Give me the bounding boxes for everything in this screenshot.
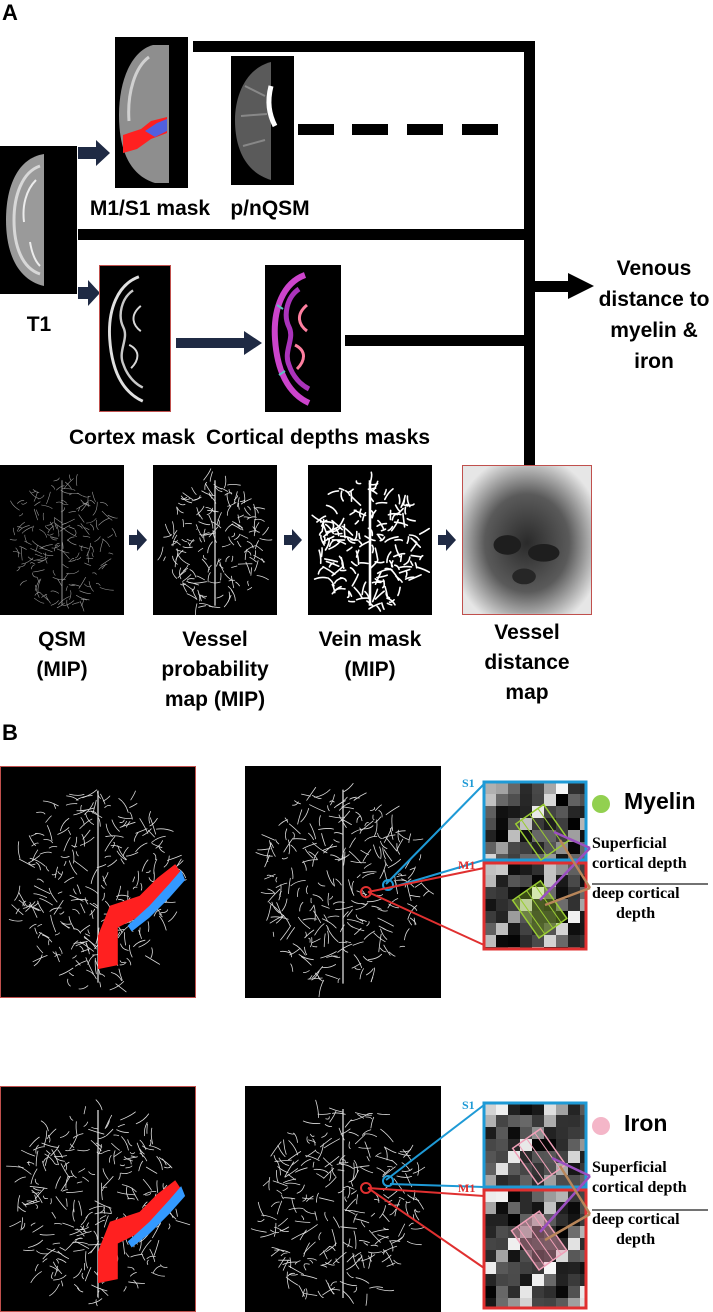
caption-cortex: Cortex mask [68,426,196,449]
b1-superficial-l1: Superficial [592,835,667,852]
b2-legend-label: Iron [624,1110,668,1136]
caption-vpm: Vessel probability map (MIP) [148,625,282,715]
b1-m1-zoom [482,861,588,951]
arrow-right-icon [176,331,262,355]
b2-s1-tag: S1 [462,1098,475,1112]
b1-s1-zoom [482,780,588,862]
caption-vdm: Vessel distance map [462,618,592,708]
caption-m1s1: M1/S1 mask [89,197,211,220]
vein-mask-image [308,465,432,615]
b1-deep-label: deep cortical depth [592,884,680,924]
b2-superficial-l1: Superficial [592,1159,667,1176]
b1-legend-label: Myelin [624,788,696,814]
arrow-right-icon [78,280,100,306]
arrow-right-icon [284,529,302,551]
caption-vpm-l1: Vessel [182,628,248,651]
arrow-right-icon [438,529,456,551]
caption-qsm-l2: (MIP) [36,658,88,681]
caption-vein-l2: (MIP) [344,658,396,681]
caption-vdm-l3: map [505,681,549,704]
panel-b-overlay [360,780,708,1310]
caption-vpm-l3: map (MIP) [164,688,266,711]
b2-vein-brain-image [245,1086,441,1312]
b2-deep-l1: deep cortical [592,1211,680,1228]
vessel-distance-image [462,465,592,615]
caption-t1: T1 [26,313,52,336]
b1-superficial-label: Superficial cortical depth [592,834,687,874]
b2-superficial-l2: cortical depth [592,1179,687,1196]
arrow-right-icon [78,140,110,166]
m1s1-mask-image [115,37,188,188]
b1-deep-l1: deep cortical [592,885,680,902]
caption-vein: Vein mask (MIP) [304,625,436,685]
pnqsm-image [231,56,294,185]
vessel-probability-image [153,465,277,615]
output-line-4: iron [634,350,674,373]
b1-roi-brain-image [0,766,196,998]
b1-m1-tag: M1 [458,858,476,872]
output-text: Venous distance to myelin & iron [596,253,712,377]
b1-deep-l2: depth [616,905,656,922]
b2-m1-zoom [482,1188,588,1310]
b2-roi-brain-image [0,1086,196,1312]
caption-vdm-l1: Vessel [494,621,560,644]
caption-vpm-l2: probability [161,658,269,681]
cortical-depths-image [265,265,341,412]
caption-vein-l1: Vein mask [318,628,422,651]
t1-image [0,146,77,294]
qsm-mip-image [0,465,124,615]
output-line-2: distance to [598,288,710,311]
panel-b-label: B [2,720,18,745]
b1-superficial-l2: cortical depth [592,855,687,872]
b2-superficial-label: Superficial cortical depth [592,1158,687,1198]
caption-qsm: QSM (MIP) [10,625,114,685]
flow-lines [78,41,594,466]
dot-legend-icon [592,1117,610,1135]
panel-a-label: A [2,0,18,25]
b1-s1-tag: S1 [462,776,475,790]
caption-depths: Cortical depths masks [205,426,431,449]
caption-pnqsm: p/nQSM [230,197,310,220]
caption-qsm-l1: QSM [38,628,86,651]
caption-vdm-l2: distance [484,651,570,674]
cortex-mask-image [99,265,171,412]
b2-m1-tag: M1 [458,1181,476,1195]
output-line-1: Venous [616,257,692,280]
output-line-3: myelin & [610,319,698,342]
arrow-right-icon [129,529,147,551]
dot-legend-icon [592,795,610,813]
b2-deep-label: deep cortical depth [592,1210,680,1250]
b2-deep-l2: depth [616,1231,656,1248]
b2-s1-zoom [482,1101,588,1189]
